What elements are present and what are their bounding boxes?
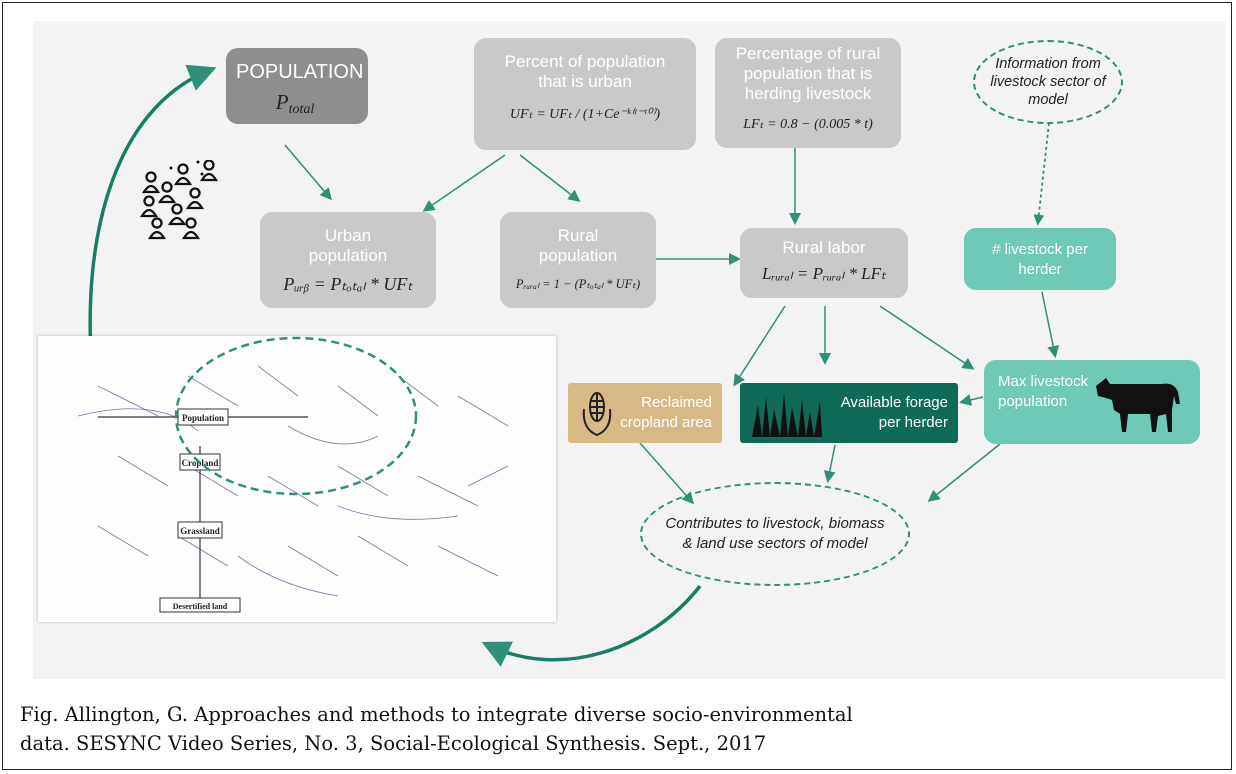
percent-urban-line1: Percent of population (504, 52, 666, 71)
people-icon (140, 160, 219, 240)
arrow-perherder-to-max (1041, 291, 1060, 358)
livestock-per-herder-box: # livestock per herder (964, 228, 1116, 290)
reclaimed-line2: cropland area (620, 414, 712, 431)
arrow-labor-to-reclaimed (733, 305, 786, 387)
herding-equation: LFₜ = 0.8 − (0.005 * t) (743, 117, 873, 132)
population-box: POPULATION Ptotal (226, 48, 368, 124)
curve-to-model (481, 584, 702, 667)
urban-population-box: Urban population Pᵤᵣᵦ = Pₜₒₜₐₗ * UFₜ (260, 212, 436, 308)
urban-line2: population (308, 246, 388, 265)
rural-line2: population (538, 246, 618, 265)
corn-icon (582, 392, 612, 437)
info-line1: Information from (995, 56, 1101, 72)
reclaimed-cropland-box: Reclaimed cropland area (568, 383, 722, 443)
info-livestock-ellipse: Information from livestock sector of mod… (973, 40, 1123, 124)
arrow-labor-to-max (879, 305, 975, 370)
arrow-max-to-forage (959, 394, 984, 406)
urban-equation: Pᵤᵣᵦ = Pₜₒₜₐₗ * UFₜ (283, 274, 413, 294)
percent-urban-line2: that is urban (538, 72, 632, 91)
rural-labor-box: Rural labor Lᵣᵤᵣₐₗ = Pᵣᵤᵣₐₗ * LFₜ (740, 228, 908, 298)
contributes-line2: & land use sectors of model (682, 535, 868, 552)
max-livestock-box: Max livestock population (984, 360, 1200, 444)
forage-line2: per herder (878, 414, 948, 431)
arrow-reclaimed-to-contrib (639, 442, 694, 505)
info-line3: model (1028, 92, 1068, 108)
model-grassland-label: Grassland (180, 526, 220, 536)
urban-line1: Urban (324, 226, 372, 245)
contributes-line1: Contributes to livestock, biomass (665, 515, 885, 532)
population-title: POPULATION (236, 61, 364, 83)
arrow-info-to-perherder (1033, 122, 1050, 226)
rural-labor-equation: Lᵣᵤᵣₐₗ = Pᵣᵤᵣₐₗ * LFₜ (762, 264, 886, 283)
info-line2: livestock sector of (990, 74, 1106, 90)
per-herder-line2: herder (1018, 261, 1062, 278)
max-line2: population (998, 393, 1068, 410)
model-diagram: Population Cropland Grassland Desertifie… (77, 336, 509, 613)
population-eq-sub: total (288, 102, 315, 118)
herding-line2: population that is (743, 64, 873, 83)
arrow-max-to-contrib (927, 443, 1001, 502)
rural-line1: Rural (557, 226, 599, 245)
arrow-percent-to-rural (519, 154, 581, 202)
caption-line1: Fig. Allington, G. Approaches and method… (20, 703, 853, 726)
system-dynamics-model-image: Population Cropland Grassland Desertifie… (38, 336, 556, 622)
percent-herding-box: Percentage of rural population that is h… (715, 38, 901, 148)
percent-urban-box: Percent of population that is urban UFₜ … (474, 38, 696, 150)
population-equation: P (275, 90, 289, 114)
max-line1: Max livestock (998, 373, 1089, 390)
rural-labor-title: Rural labor (782, 238, 866, 257)
contributes-ellipse: Contributes to livestock, biomass & land… (640, 482, 910, 586)
model-cropland-label: Cropland (182, 458, 219, 468)
percent-urban-equation: UFₜ = UFₜ / (1+Ce⁻ᵏ⁽ᵗ⁻ᵗ⁰⁾) (509, 107, 661, 122)
forage-line1: Available forage (840, 394, 948, 411)
reclaimed-line1: Reclaimed (641, 394, 712, 411)
herding-line3: herding livestock (744, 84, 872, 103)
caption-line2: data. SESYNC Video Series, No. 3, Social… (20, 732, 767, 755)
figure-caption: Fig. Allington, G. Approaches and method… (20, 700, 1210, 758)
rural-population-box: Rural population Pᵣᵤᵣₐₗ = 1 − (Pₜₒₜₐₗ * … (500, 212, 656, 308)
cow-icon (1096, 378, 1180, 432)
arrow-percent-to-urban (422, 154, 506, 212)
per-herder-line1: # livestock per (992, 241, 1088, 258)
rural-equation: Pᵣᵤᵣₐₗ = 1 − (Pₜₒₜₐₗ * UFₜ) (515, 277, 641, 291)
grass-icon (752, 393, 822, 437)
available-forage-box: Available forage per herder (740, 383, 958, 443)
arrow-forage-to-contrib (823, 444, 836, 483)
model-population-label: Population (182, 413, 224, 423)
model-desertified-label: Desertified land (173, 602, 228, 611)
herding-line1: Percentage of rural (735, 44, 881, 63)
arrow-population-to-urban (284, 144, 332, 201)
